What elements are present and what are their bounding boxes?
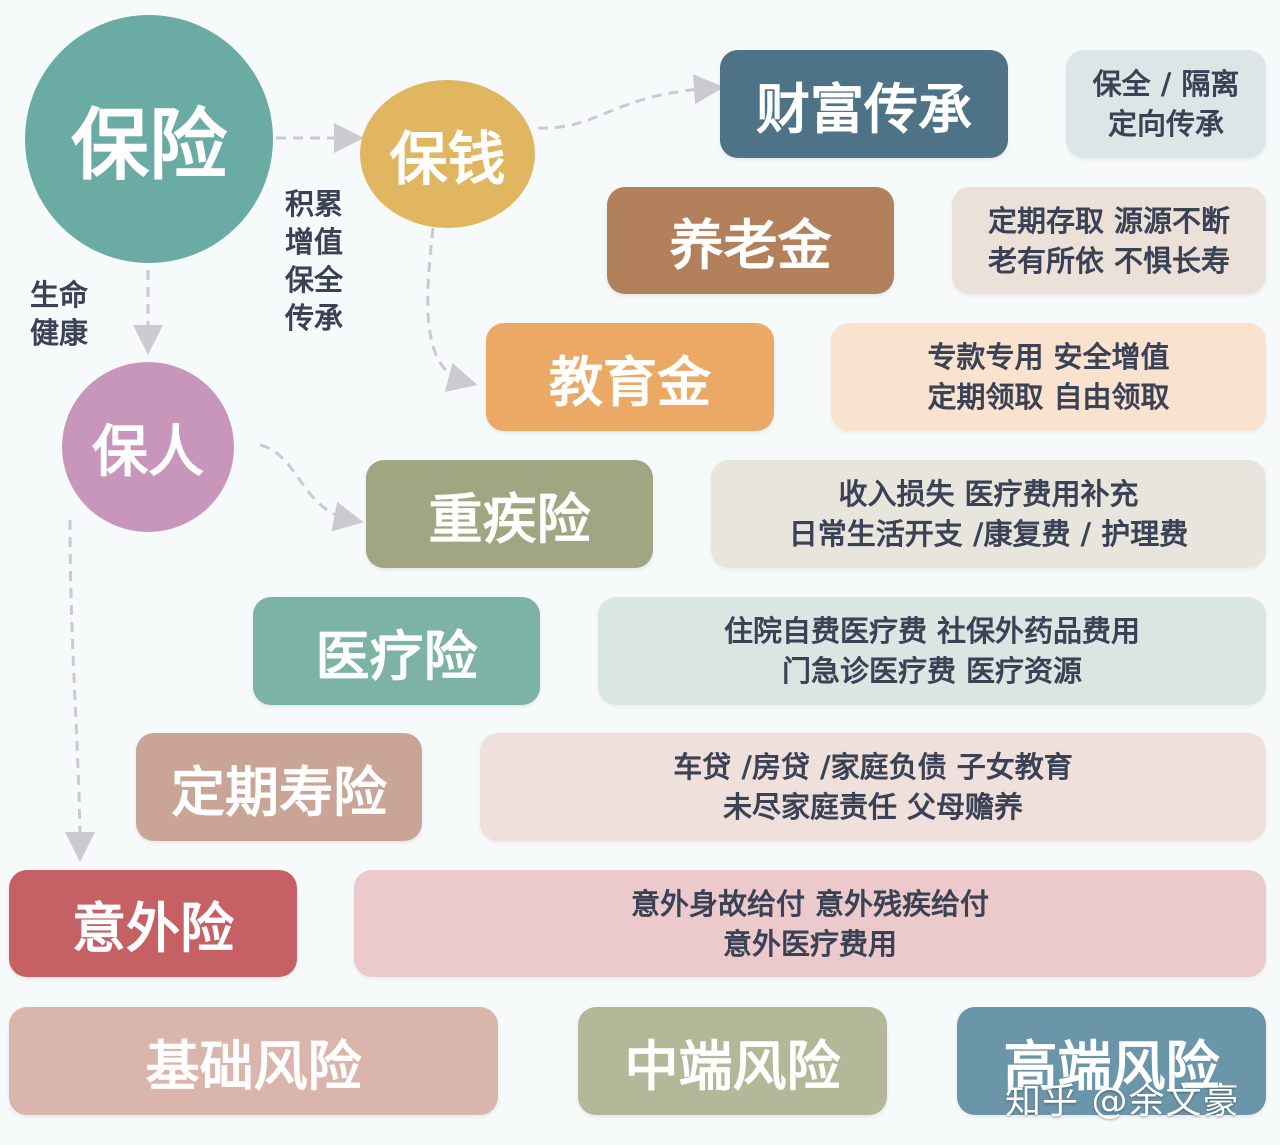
desc-critical-illness: 收入损失 医疗费用补充 日常生活开支 /康复费 / 护理费 — [711, 460, 1266, 568]
edge-label-people: 生命 健康 — [30, 278, 89, 350]
desc-term-life: 车贷 /房贷 /家庭负债 子女教育 未尽家庭责任 父母赡养 — [480, 733, 1266, 841]
risk-level-basic: 基础风险 — [9, 1007, 498, 1115]
desc-wealth-inheritance: 保全 / 隔离 定向传承 — [1066, 50, 1266, 158]
root-node-label: 保险 — [70, 101, 227, 191]
root-node-insurance: 保险 — [25, 15, 273, 263]
desc-education-fund: 专款专用 安全增值 定期领取 自由领取 — [831, 323, 1266, 431]
watermark: 知乎 @余文豪 — [1005, 1081, 1240, 1122]
node-term-life: 定期寿险 — [136, 733, 422, 841]
branch-node-people: 保人 — [62, 362, 234, 532]
risk-level-high: 高端风险 — [957, 1007, 1266, 1115]
branch-node-money: 保钱 — [360, 80, 535, 228]
node-medical: 医疗险 — [253, 597, 540, 705]
branch-money-label: 保钱 — [389, 125, 506, 193]
desc-accident: 意外身故给付 意外残疾给付 意外医疗费用 — [354, 870, 1266, 977]
branch-people-label: 保人 — [92, 419, 204, 485]
desc-pension: 定期存取 源源不断 老有所依 不惧长寿 — [952, 187, 1266, 294]
node-accident: 意外险 — [9, 870, 297, 977]
node-critical-illness: 重疾险 — [366, 460, 653, 568]
node-education-fund: 教育金 — [486, 323, 774, 431]
node-pension: 养老金 — [607, 187, 894, 294]
risk-level-mid: 中端风险 — [578, 1007, 887, 1115]
desc-medical: 住院自费医疗费 社保外药品费用 门急诊医疗费 医疗资源 — [598, 597, 1266, 705]
node-wealth-inheritance: 财富传承 — [720, 50, 1008, 158]
edge-label-money: 积累 增值 保全 传承 — [285, 187, 344, 335]
